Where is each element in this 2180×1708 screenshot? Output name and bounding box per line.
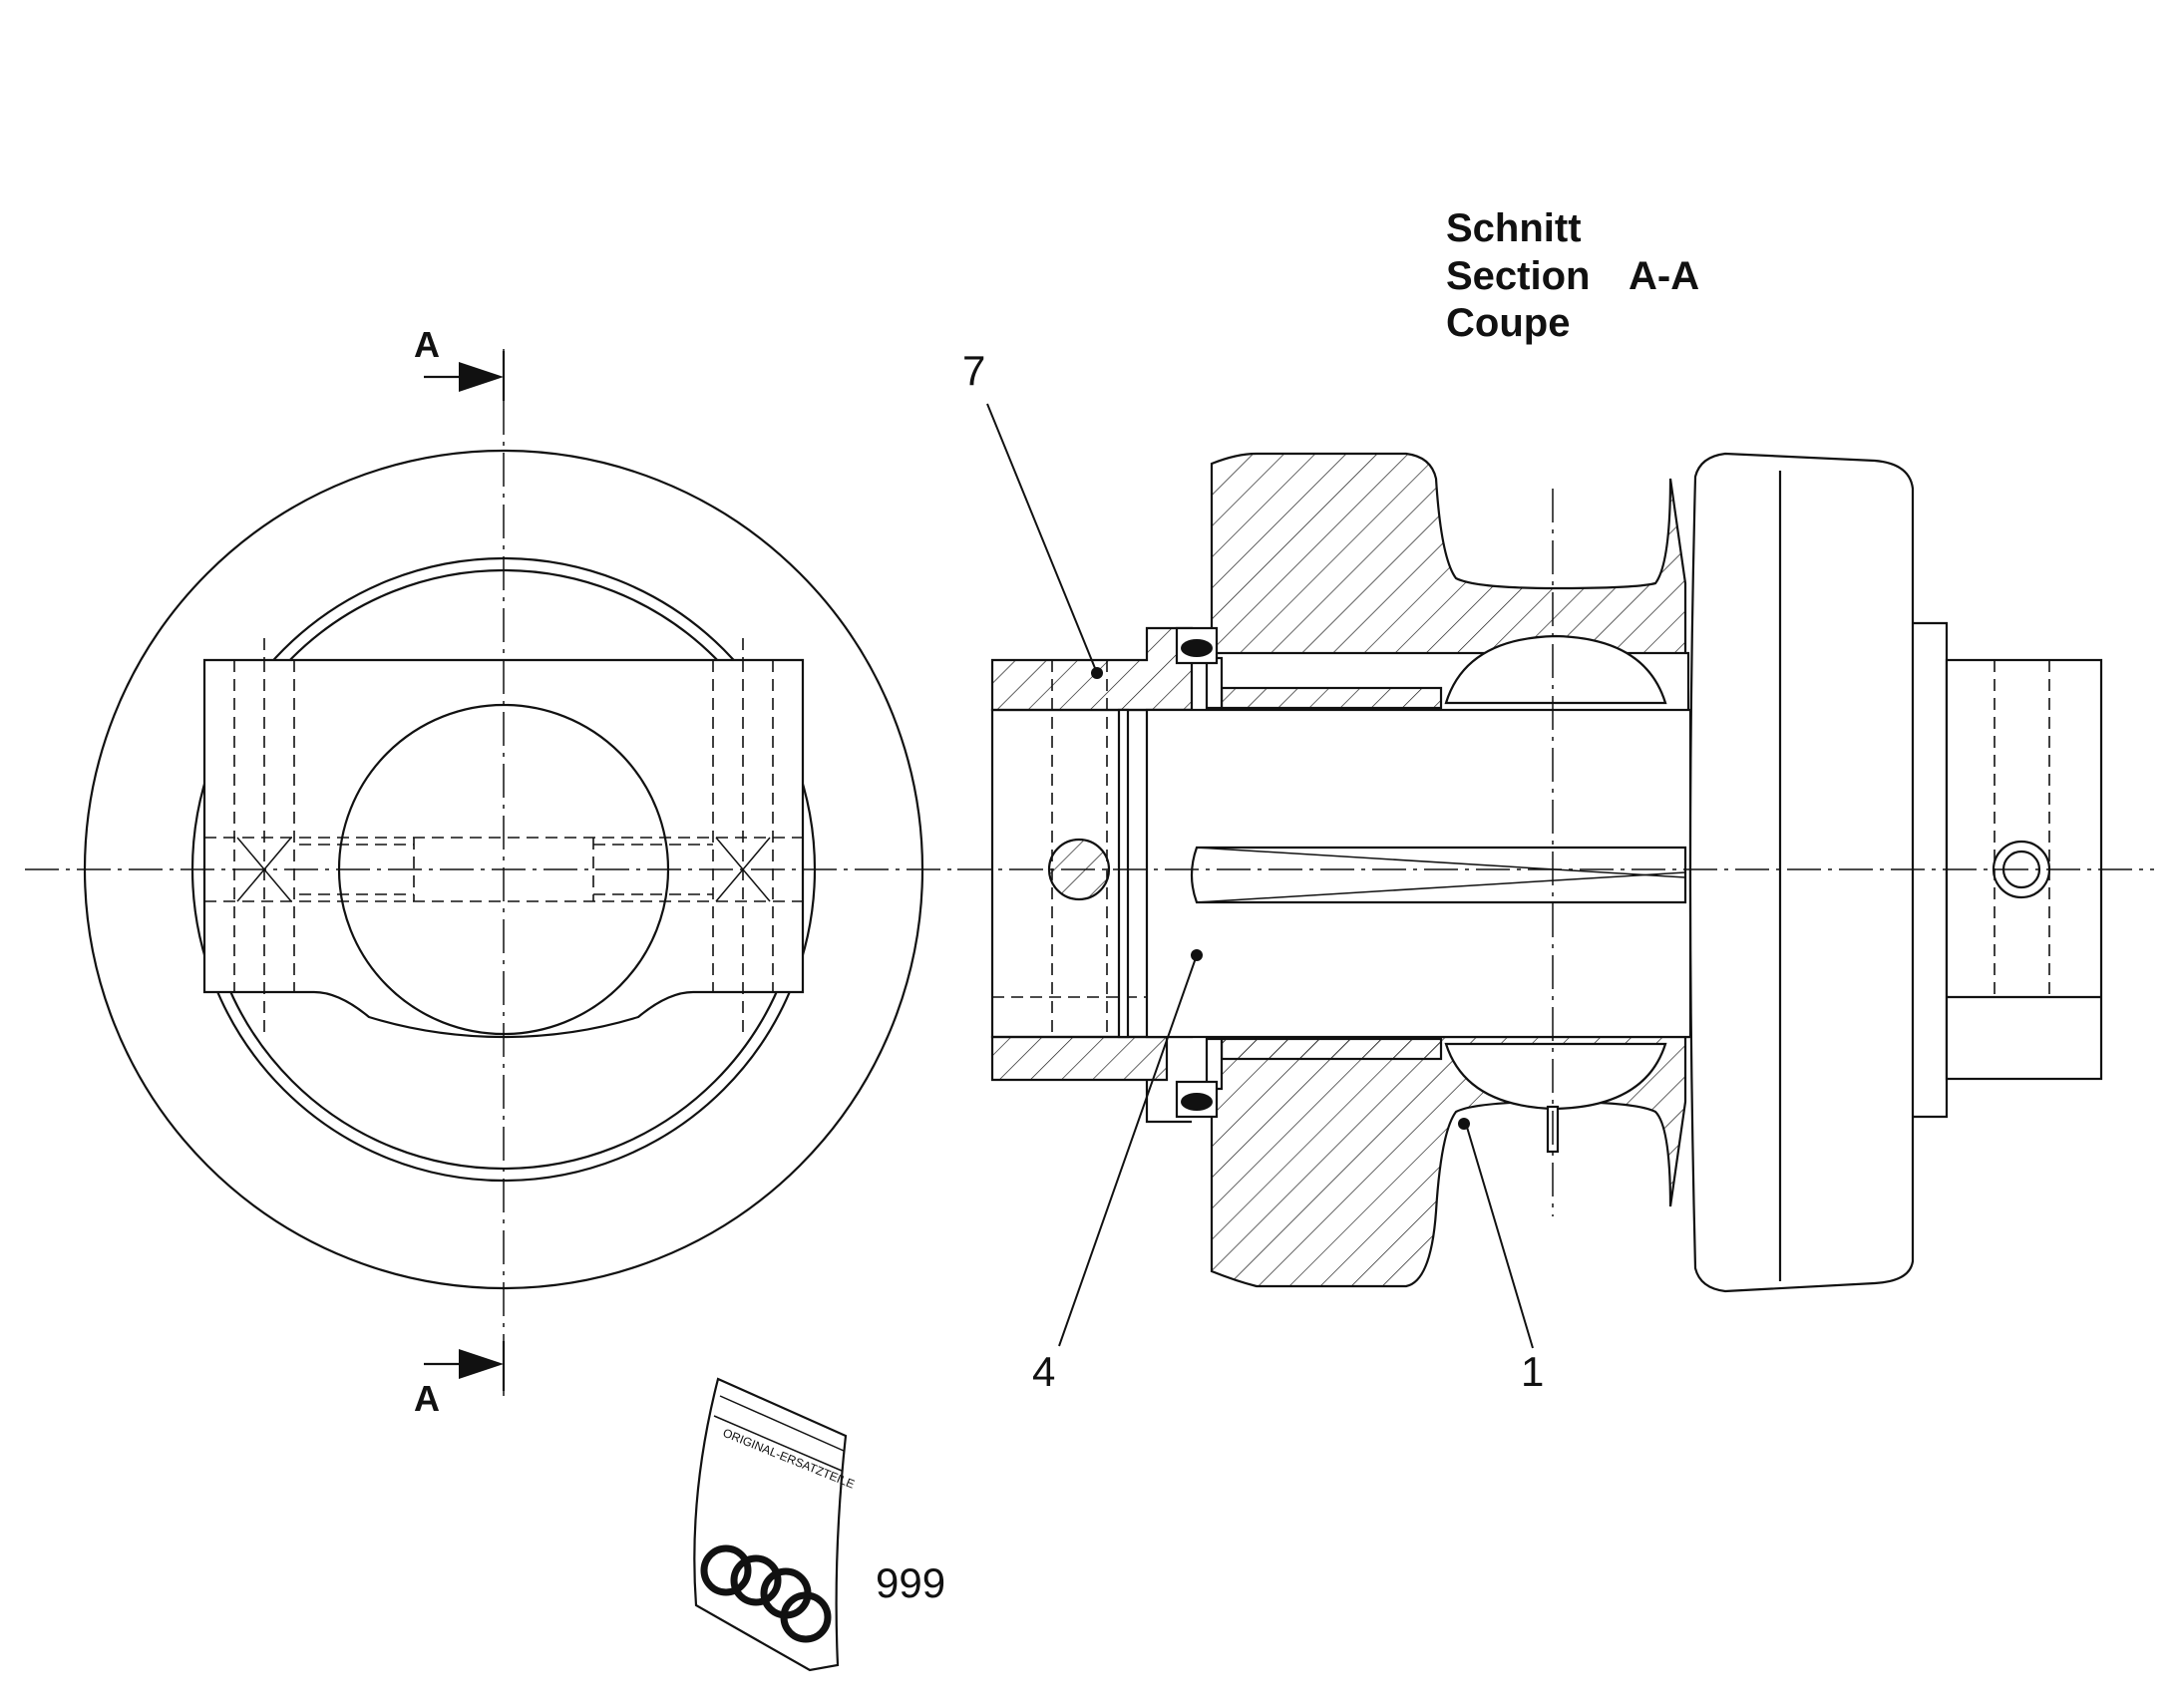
seal-top — [1175, 626, 1219, 665]
snap-ring — [1117, 708, 1130, 1039]
callout-4: 4 — [1032, 949, 1203, 1395]
title-line-3: Coupe — [1446, 301, 1570, 345]
oring-1 — [700, 1544, 752, 1596]
section-mark-bottom-label: A — [414, 1378, 440, 1419]
title-line-1: Schnitt — [1446, 206, 1582, 250]
front-view — [25, 349, 957, 1396]
seal-kit-bag: ORIGINAL-ERSATZTEILE — [693, 1377, 857, 1672]
callout-1-label: 1 — [1521, 1348, 1544, 1395]
callout-999-label: 999 — [876, 1559, 945, 1606]
oring-2 — [730, 1554, 782, 1606]
roller-flange — [1688, 452, 1915, 1293]
section-title: Schnitt Section A-A Coupe — [1446, 206, 1699, 345]
seal-bottom — [1175, 1080, 1219, 1119]
section-marker-top: A — [414, 324, 506, 401]
callout-7: 7 — [962, 347, 1103, 679]
section-marker-bottom: A — [414, 1341, 506, 1419]
title-line-2-mark: A-A — [1629, 254, 1699, 298]
callout-7-label: 7 — [962, 347, 985, 394]
oring-4 — [780, 1591, 832, 1643]
title-line-2: Section — [1446, 254, 1590, 298]
callout-999: 999 — [876, 1559, 945, 1606]
section-view — [957, 452, 2154, 1293]
callout-4-label: 4 — [1032, 1348, 1055, 1395]
callout-1: 1 — [1458, 1118, 1544, 1395]
section-mark-top-label: A — [414, 324, 440, 365]
bracket-section — [990, 626, 1194, 712]
